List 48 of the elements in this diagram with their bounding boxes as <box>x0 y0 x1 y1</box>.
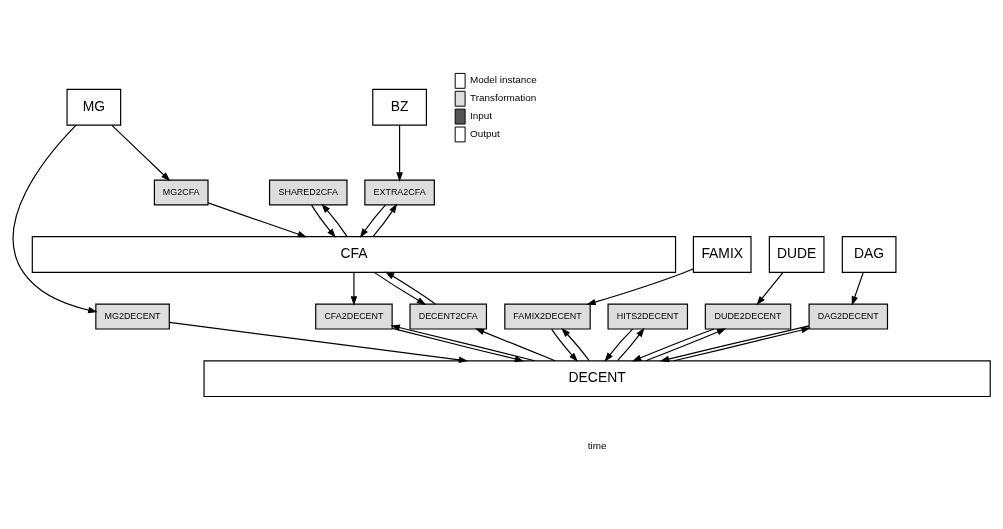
node-box: FAMIX2DECENT <box>504 303 591 330</box>
node-box: DUDE <box>768 235 825 273</box>
legend-label: Model instance <box>470 73 537 85</box>
node-box: BZ <box>372 88 427 126</box>
node-box: DECENT <box>203 359 991 397</box>
node-box: FAMIX <box>692 235 752 273</box>
arrow <box>374 271 427 305</box>
arrow <box>645 327 727 361</box>
node-box: SHARED2CFA <box>268 179 348 206</box>
label: time <box>587 439 607 451</box>
arrow <box>385 271 437 305</box>
arrow <box>111 124 171 181</box>
legend-label: Output <box>470 127 500 139</box>
arrow <box>390 323 536 361</box>
arrow <box>359 204 386 238</box>
arrow <box>321 203 348 237</box>
arrow <box>561 327 590 361</box>
arrow <box>207 201 307 237</box>
node-box: CFA2DECENT <box>315 303 393 330</box>
arrow <box>391 327 525 362</box>
legend-label: Transformation <box>470 91 537 103</box>
node-box: MG2DECENT <box>95 303 170 330</box>
arrow <box>12 123 98 313</box>
arrow <box>604 328 634 362</box>
arrow <box>311 204 336 238</box>
node-box: CFA <box>31 235 677 273</box>
node-box: DAG2DECENT <box>808 303 889 330</box>
node-box: DECENT2CFA <box>409 303 488 330</box>
legend-label: Input <box>470 109 493 121</box>
arrow <box>350 271 358 306</box>
node-box: HITS2DECENT <box>607 303 689 330</box>
node-box: DAG <box>841 235 897 273</box>
node-box: MG <box>66 88 122 126</box>
arrow <box>586 267 694 305</box>
arrow <box>396 124 403 182</box>
arrow <box>551 328 578 362</box>
node-box: EXTRA2CFA <box>364 179 435 206</box>
node-box: DUDE2DECENT <box>704 303 792 330</box>
arrow <box>659 324 810 362</box>
arrow <box>756 271 784 305</box>
arrow <box>474 327 556 361</box>
arrow <box>631 327 715 361</box>
arrow <box>851 271 864 306</box>
arrow <box>617 327 645 361</box>
arrow <box>673 326 811 361</box>
arrow <box>168 321 469 363</box>
arrow <box>372 203 398 237</box>
node-box: MG2CFA <box>153 179 209 206</box>
